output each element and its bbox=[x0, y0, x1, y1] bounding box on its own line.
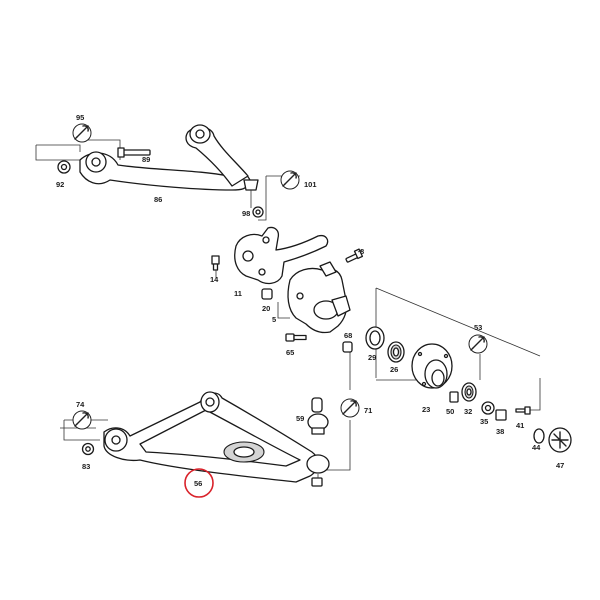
bearing-32 bbox=[461, 382, 477, 402]
bushing-20 bbox=[261, 288, 273, 300]
bolt-50 bbox=[449, 391, 459, 403]
wrench-icon bbox=[72, 123, 92, 143]
label-47: 47 bbox=[556, 461, 564, 470]
label-50: 50 bbox=[446, 407, 454, 416]
label-29: 29 bbox=[368, 353, 376, 362]
label-20: 20 bbox=[262, 304, 270, 313]
label-26: 26 bbox=[390, 365, 398, 374]
label-68: 68 bbox=[344, 331, 352, 340]
label-44: 44 bbox=[532, 443, 541, 452]
label-23: 23 bbox=[422, 405, 430, 414]
wrench-icon bbox=[280, 170, 300, 190]
label-89: 89 bbox=[142, 155, 150, 164]
nut-92 bbox=[57, 160, 71, 174]
bolt-89 bbox=[117, 147, 151, 158]
wrench-icon bbox=[340, 398, 360, 418]
label-74: 74 bbox=[76, 400, 85, 409]
label-14: 14 bbox=[210, 275, 219, 284]
label-56: 56 bbox=[194, 479, 202, 488]
label-53: 53 bbox=[474, 323, 482, 332]
seal-29 bbox=[365, 326, 385, 350]
wrench-icon bbox=[72, 410, 92, 430]
bolt-8 bbox=[345, 248, 364, 263]
label-5: 5 bbox=[272, 315, 276, 324]
label-38: 38 bbox=[496, 427, 504, 436]
dust-cap-44 bbox=[533, 428, 545, 444]
label-95: 95 bbox=[76, 113, 84, 122]
ball-joint-59 bbox=[307, 397, 329, 435]
steering-arm-11 bbox=[234, 226, 329, 285]
hub-bearing-group: 68 29 26 53 23 50 32 35 38 41 44 47 bbox=[318, 287, 572, 471]
label-35: 35 bbox=[480, 417, 488, 426]
lower-control-arm-group: 74 83 59 71 56 bbox=[60, 391, 372, 488]
label-101: 101 bbox=[304, 180, 317, 189]
label-59: 59 bbox=[296, 414, 304, 423]
label-92: 92 bbox=[56, 180, 64, 189]
bolt-14 bbox=[211, 255, 220, 271]
steering-knuckle-group: 14 11 20 5 65 8 bbox=[210, 226, 364, 357]
label-86: 86 bbox=[154, 195, 162, 204]
nut-83 bbox=[81, 442, 95, 456]
label-71: 71 bbox=[364, 406, 372, 415]
spacer-68 bbox=[342, 341, 353, 353]
bearing-26 bbox=[387, 341, 405, 363]
label-32: 32 bbox=[464, 407, 472, 416]
label-41: 41 bbox=[516, 421, 524, 430]
hub-cap-47 bbox=[548, 427, 572, 453]
nut-38 bbox=[495, 409, 507, 421]
label-83: 83 bbox=[82, 462, 90, 471]
label-65: 65 bbox=[286, 348, 294, 357]
upper-control-arm-group: 95 89 92 86 101 98 bbox=[35, 113, 317, 221]
nut-98 bbox=[252, 206, 264, 218]
label-11: 11 bbox=[234, 289, 242, 298]
washer-35 bbox=[481, 401, 495, 415]
label-98: 98 bbox=[242, 209, 250, 218]
label-8: 8 bbox=[360, 247, 364, 256]
bolt-41 bbox=[515, 406, 531, 415]
wheel-hub-23 bbox=[411, 343, 453, 389]
bolt-65 bbox=[285, 333, 307, 342]
wrench-icon bbox=[468, 334, 488, 354]
highlight-circle bbox=[184, 468, 214, 498]
